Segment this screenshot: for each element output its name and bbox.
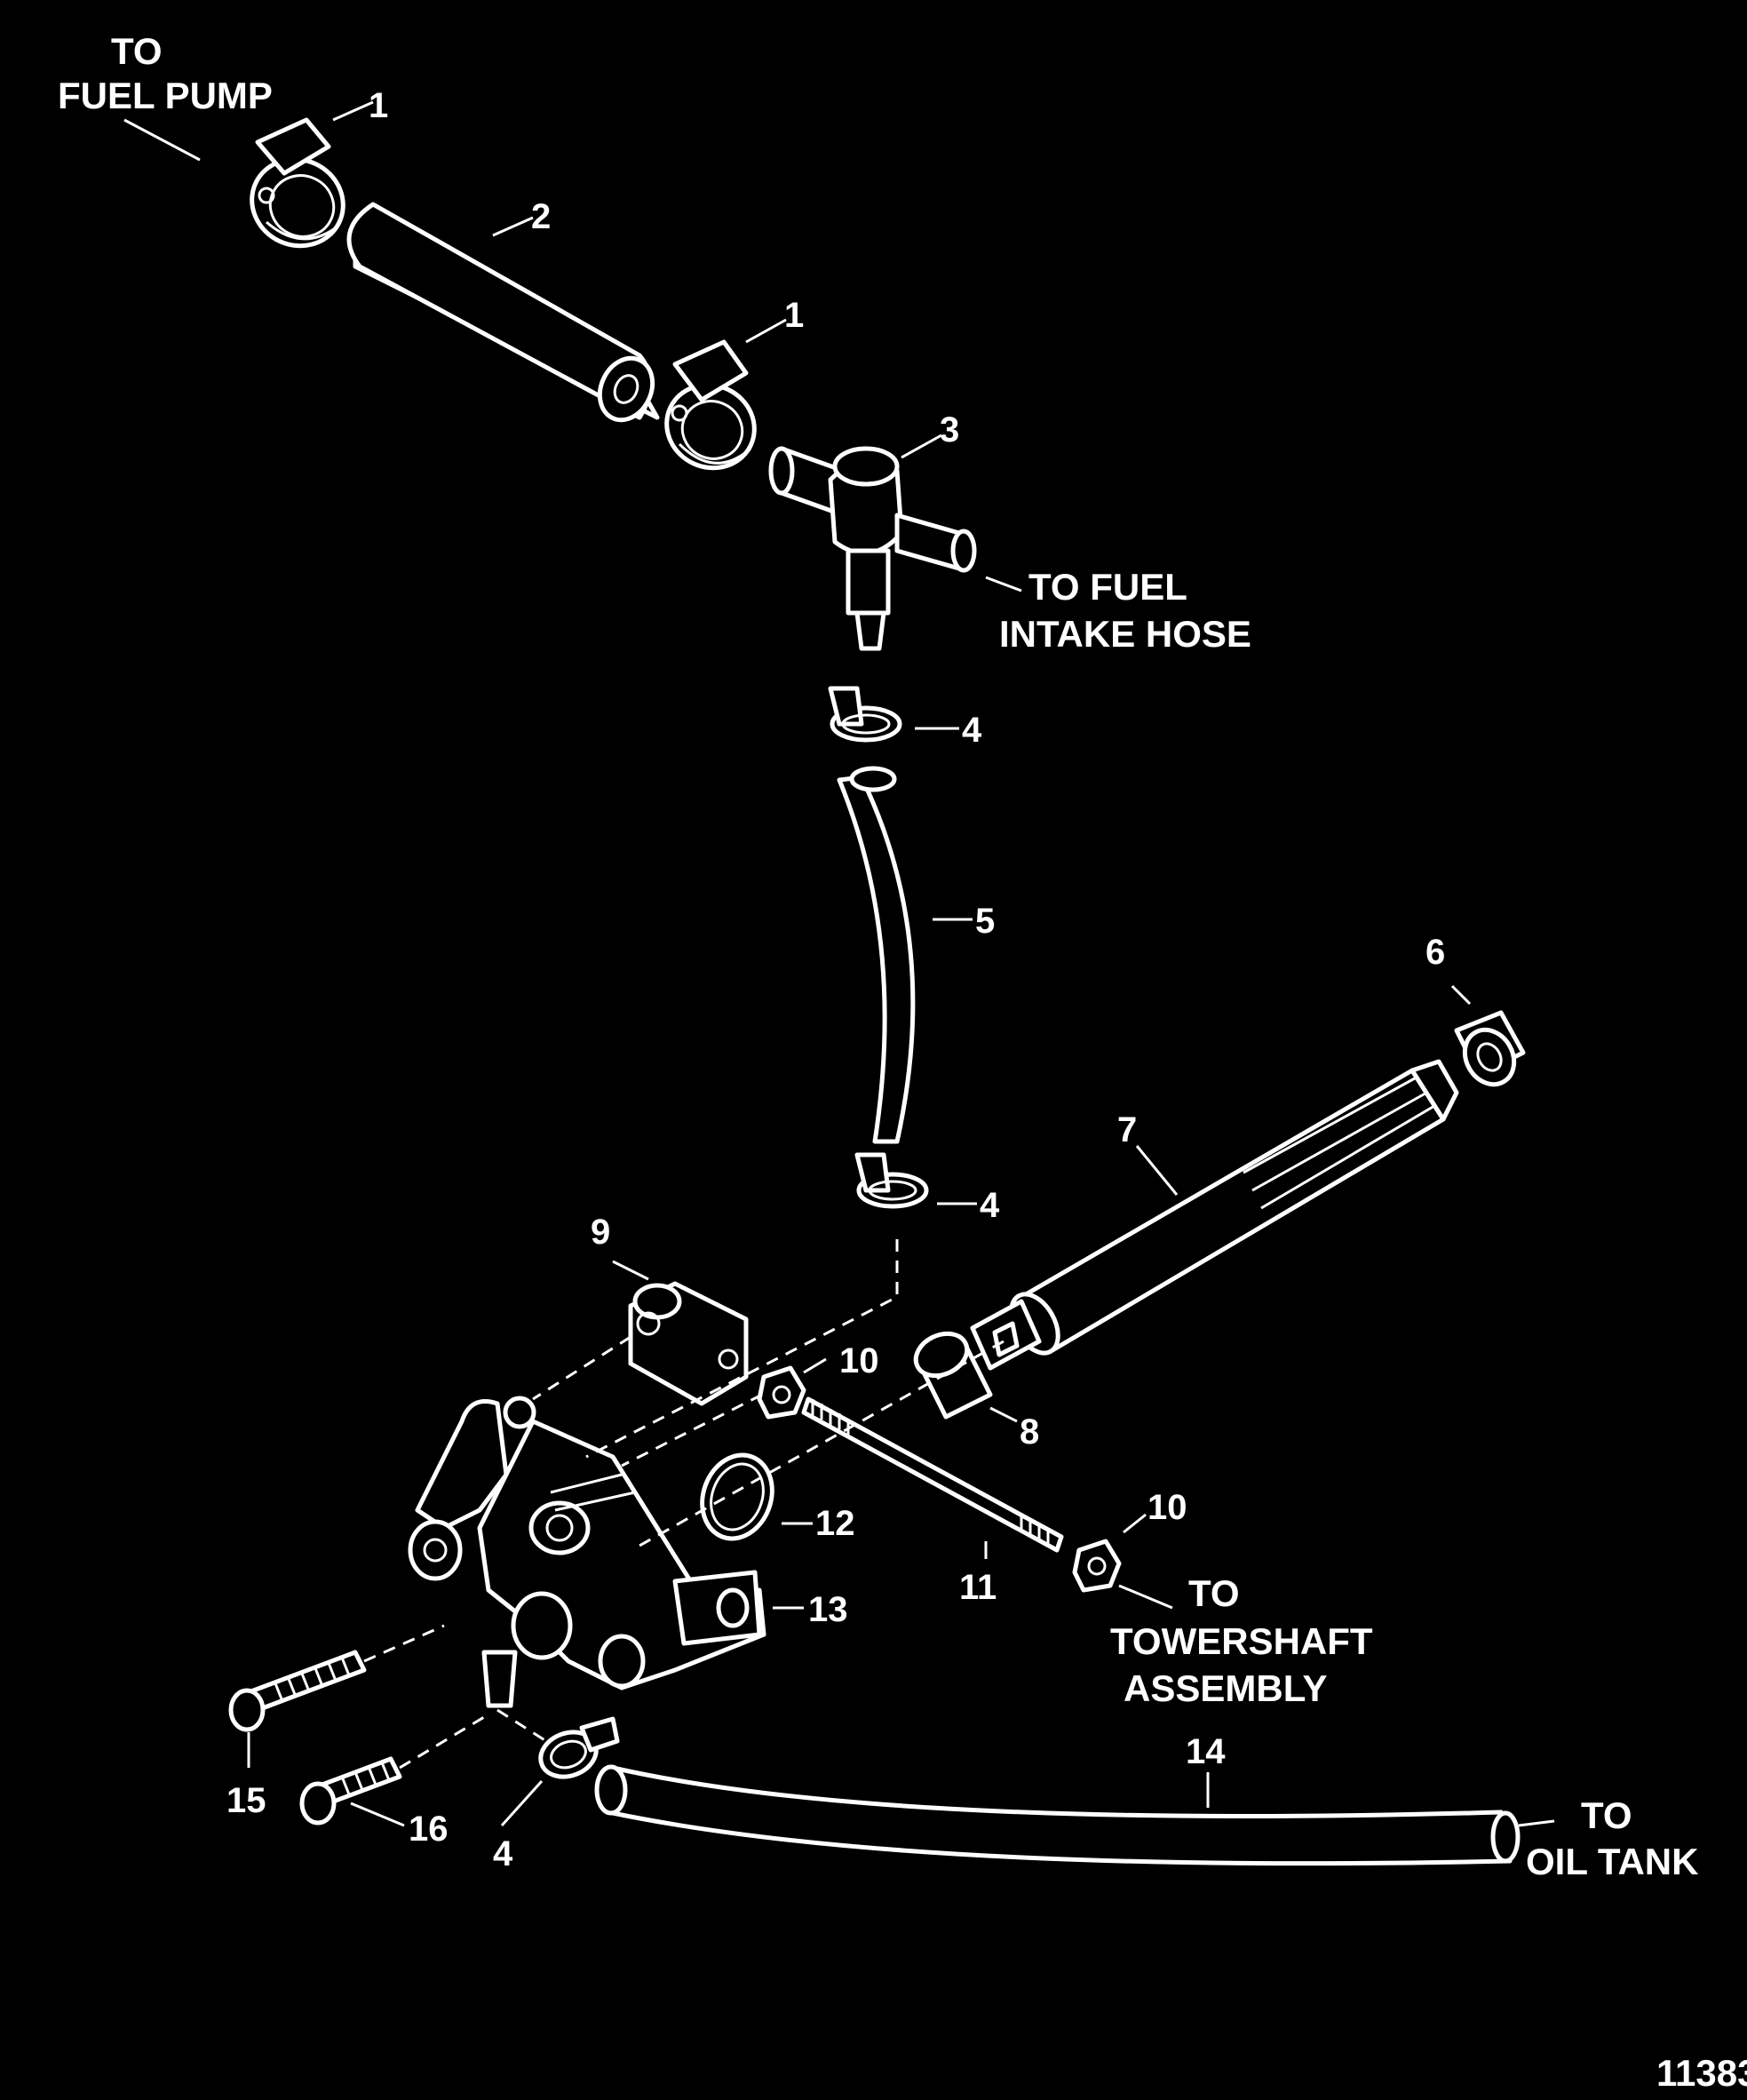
note-towershaft-line1: TO [1188, 1572, 1240, 1614]
callout-3: 3 [940, 410, 959, 449]
part-7-drive-shaft [970, 1059, 1459, 1371]
part-4-clamp-c [538, 1716, 620, 1779]
part-6-bushing [1454, 1010, 1526, 1087]
part-4-clamp-b [854, 1152, 929, 1209]
part-4-clamp-a [828, 686, 902, 743]
part-8-spacer [913, 1331, 993, 1420]
part-16-screw-short [299, 1756, 402, 1826]
callout-2: 2 [531, 197, 551, 236]
note-oil-tank-line2: OIL TANK [1526, 1841, 1698, 1882]
callout-4-lower: 4 [493, 1834, 513, 1873]
part-10-nut-upper [757, 1365, 806, 1420]
callout-13: 13 [808, 1590, 848, 1629]
callout-14: 14 [1186, 1732, 1226, 1771]
callout-1-upper: 1 [369, 86, 388, 125]
callout-15: 15 [226, 1781, 266, 1820]
note-fuel-pump-line2: FUEL PUMP [58, 75, 273, 116]
part-5-oil-hose [837, 766, 916, 1144]
callout-6: 6 [1425, 933, 1445, 972]
note-towershaft-line2: TOWERSHAFT [1110, 1620, 1373, 1662]
callout-1-lower: 1 [784, 296, 804, 335]
callout-5: 5 [975, 902, 995, 941]
callout-4-upper: 4 [962, 711, 982, 750]
note-fuel-intake-line1: TO FUEL [1028, 566, 1187, 608]
part-15-screw-long [228, 1650, 367, 1732]
callout-7: 7 [1117, 1110, 1137, 1149]
callout-12: 12 [815, 1504, 855, 1543]
callout-8: 8 [1020, 1412, 1039, 1452]
callout-4-middle: 4 [980, 1186, 1000, 1225]
destination-notes: TO FUEL PUMP TO FUEL INTAKE HOSE TO TOWE… [58, 30, 1698, 1882]
callout-10-upper: 10 [839, 1341, 879, 1380]
part-10-nut-lower [1072, 1539, 1122, 1593]
note-fuel-pump-line1: TO [111, 30, 163, 72]
callout-numbers: 1 2 1 3 4 5 6 7 4 9 10 8 12 10 13 11 14 … [226, 86, 1445, 1873]
leader-lines [123, 100, 1555, 1827]
part-11-threaded-rod [801, 1396, 1064, 1553]
part-1-hose-clamp-lower [664, 339, 757, 471]
part-3-tee-fitting [768, 446, 977, 651]
note-fuel-intake-line2: INTAKE HOSE [999, 613, 1251, 655]
part-13-oil-pump-body [408, 1396, 766, 1708]
part-2-fuel-hose [346, 202, 660, 423]
assembly-guide-lines [363, 1239, 1005, 1770]
callout-16: 16 [409, 1810, 449, 1849]
callout-9: 9 [591, 1213, 610, 1252]
callout-10-lower: 10 [1147, 1488, 1187, 1527]
part-9-link-block [628, 1281, 749, 1406]
callout-11: 11 [959, 1568, 997, 1607]
part-12-o-ring [700, 1452, 774, 1541]
part-14-oil-supply-hose [594, 1764, 1521, 1866]
part-1-hose-clamp-upper [250, 117, 345, 249]
note-oil-tank-line1: TO [1581, 1794, 1632, 1836]
figure-number: 11383 [1656, 2052, 1747, 2094]
note-towershaft-line3: ASSEMBLY [1124, 1667, 1328, 1709]
